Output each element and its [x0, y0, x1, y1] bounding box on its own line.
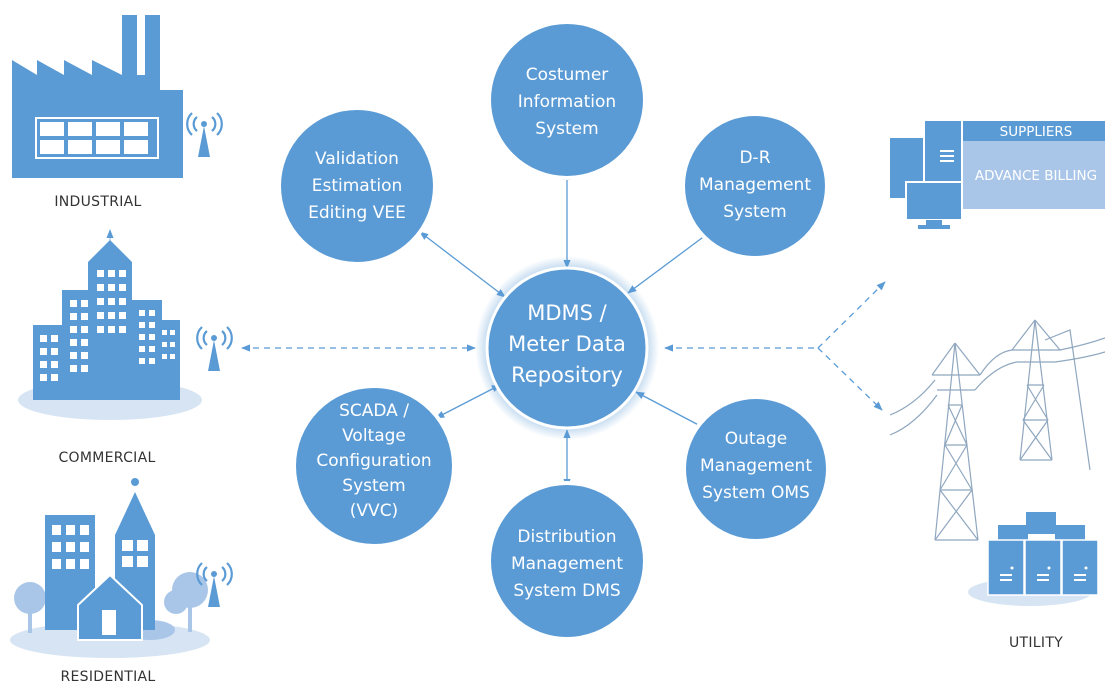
commercial-antenna-icon — [196, 326, 233, 371]
node-cis-line-1: Costumer — [526, 65, 609, 85]
node-dr-line-1: D-R — [739, 148, 770, 168]
solid-connectors — [419, 171, 711, 488]
connector-suppliers — [817, 281, 886, 349]
residential-houses-icon — [10, 478, 210, 658]
node-scada-line-5: (VVC) — [350, 501, 398, 521]
connector-oms — [635, 391, 709, 431]
advance-billing-label: ADVANCE BILLING — [975, 168, 1097, 184]
suppliers-computers-icon — [890, 119, 1105, 229]
residential-antenna-icon — [196, 562, 233, 607]
utility-towers-icon — [889, 319, 1105, 541]
caption-utility: UTILITY — [1009, 635, 1063, 651]
caption-residential: RESIDENTIAL — [60, 669, 155, 685]
node-dms-line-1: Distribution — [517, 527, 616, 547]
node-scada-line-4: System — [342, 476, 405, 496]
node-cis-line-3: System — [535, 119, 598, 139]
connector-utility — [817, 347, 883, 411]
node-dr-line-3: System — [723, 202, 786, 222]
node-dms-line-2: Management — [511, 554, 623, 574]
node-cis-line-2: Information — [518, 92, 616, 112]
node-vee-line-1: Validation — [315, 149, 399, 169]
node-oms-line-2: Management — [700, 456, 812, 476]
connector-vee — [419, 231, 506, 298]
utility-servers-icon — [968, 512, 1099, 606]
node-vee-line-3: Editing VEE — [308, 203, 406, 223]
industrial-antenna-icon — [186, 112, 223, 157]
node-dms-line-3: System DMS — [513, 581, 620, 601]
node-scada-line-1: SCADA / — [339, 401, 409, 421]
commercial-buildings-icon — [18, 240, 202, 420]
node-dr-line-2: Management — [699, 175, 811, 195]
center-line-1: MDMS / — [527, 301, 607, 325]
suppliers-header: SUPPLIERS — [1000, 124, 1073, 140]
connector-dr — [627, 231, 711, 294]
node-oms-line-1: Outage — [725, 429, 788, 449]
node-scada-line-3: Configuration — [316, 451, 431, 471]
node-vee-line-2: Estimation — [312, 176, 403, 196]
node-scada-line-2: Voltage — [342, 426, 406, 446]
industrial-factory-icon — [12, 15, 183, 178]
center-line-3: Repository — [511, 363, 623, 387]
caption-industrial: INDUSTRIAL — [54, 194, 141, 210]
center-line-2: Meter Data — [508, 332, 626, 356]
caption-commercial: COMMERCIAL — [58, 450, 155, 466]
node-oms-line-3: System OMS — [702, 483, 810, 503]
